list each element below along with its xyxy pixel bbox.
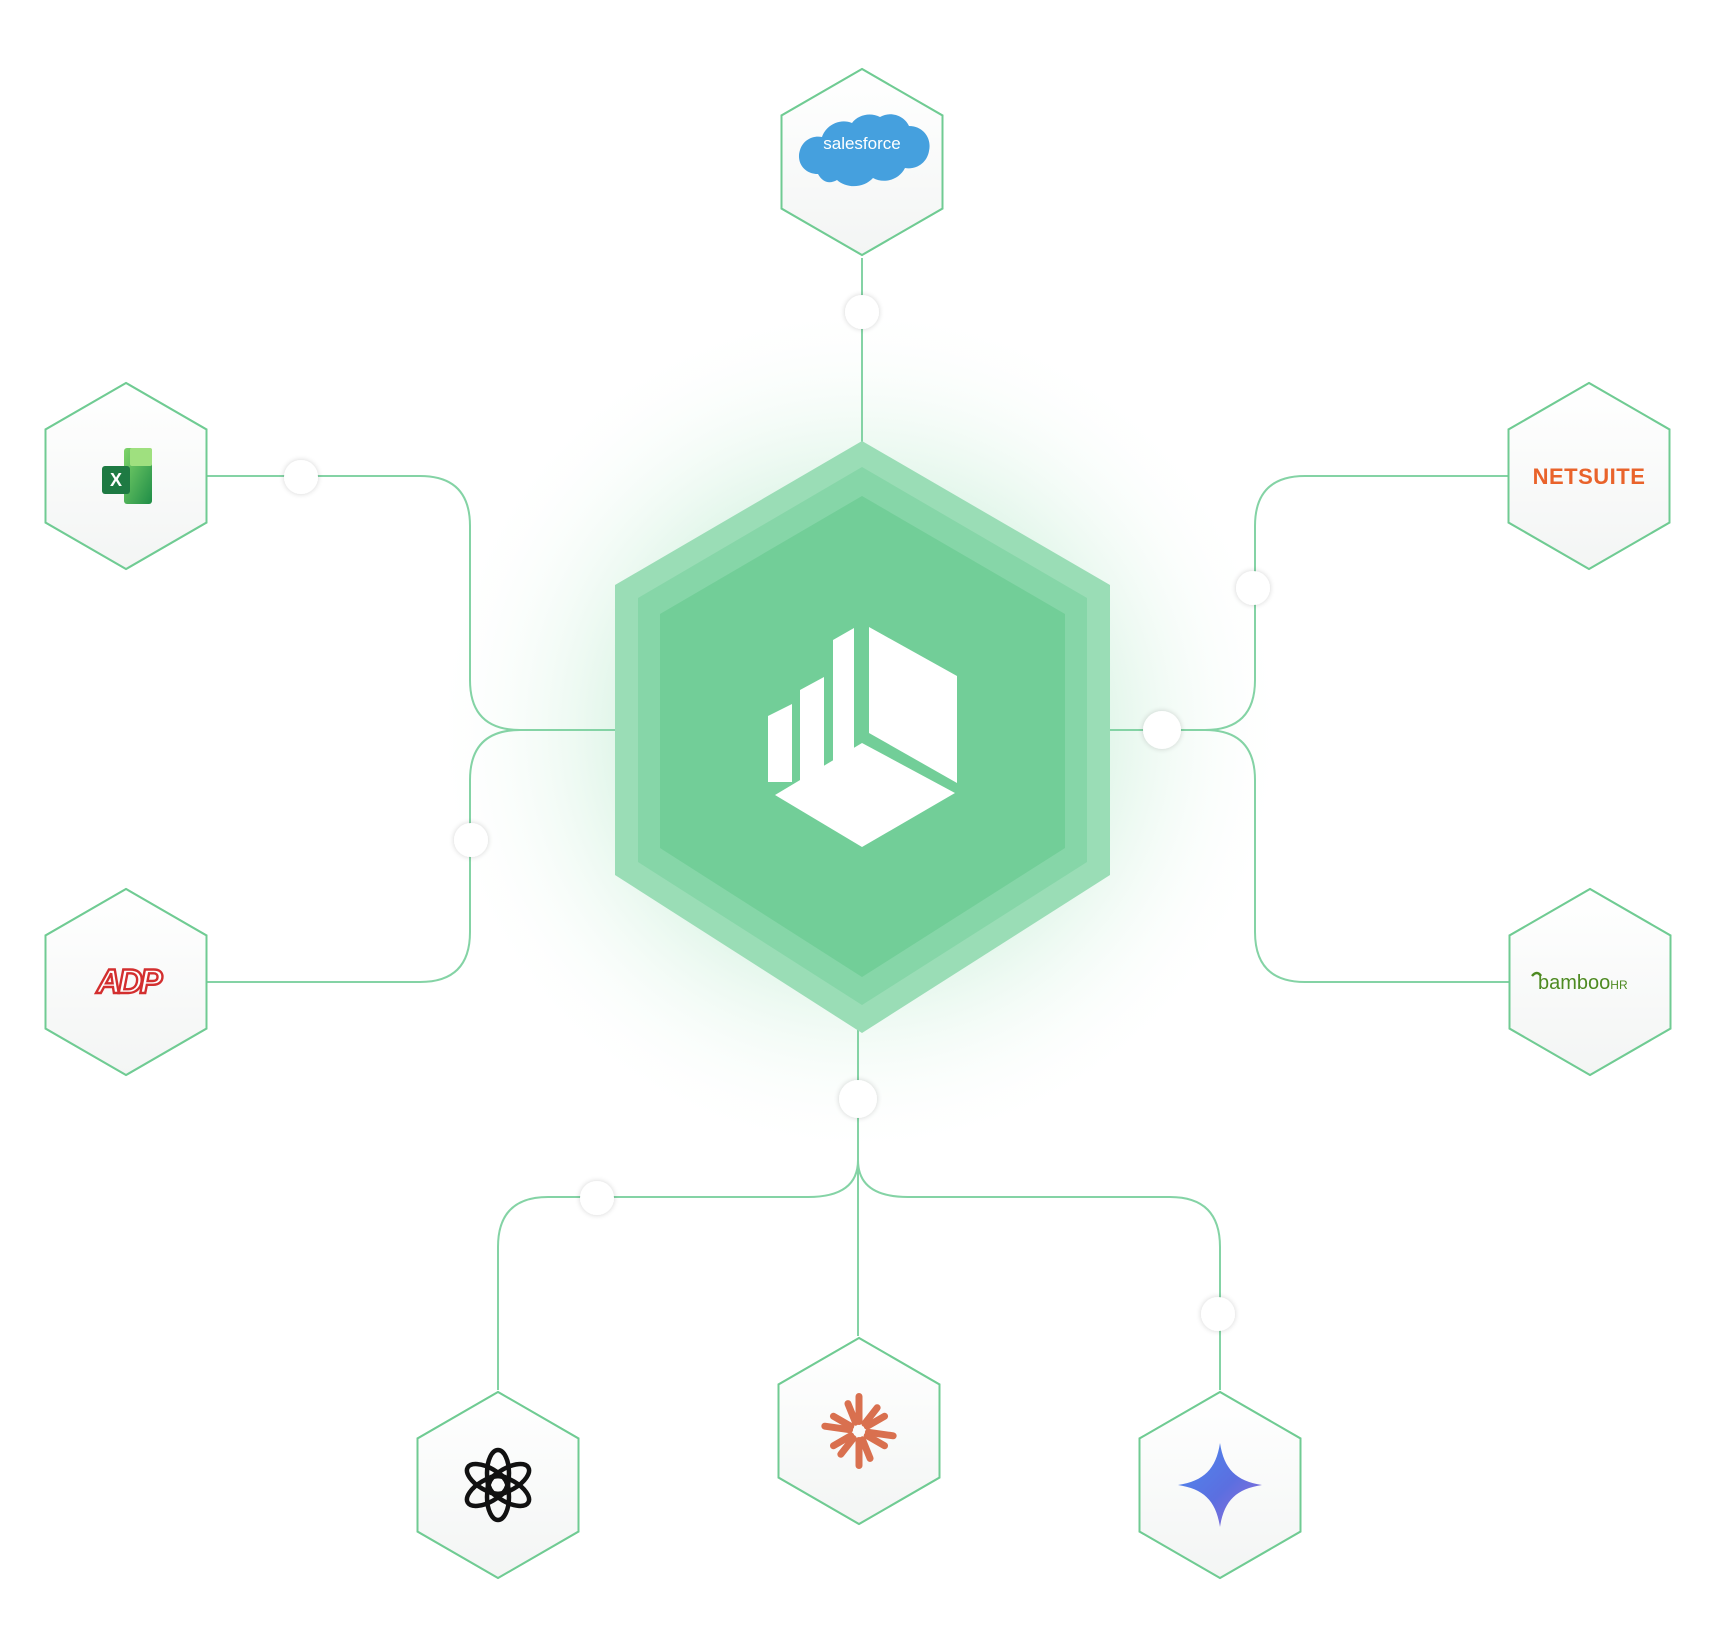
node-bamboohr-hexagon bbox=[1508, 887, 1672, 1077]
connector-dot bbox=[1236, 571, 1270, 605]
node-bamboohr[interactable]: bambooHR bbox=[1508, 887, 1672, 1077]
connector-excel bbox=[205, 475, 615, 731]
node-excel[interactable]: X bbox=[44, 381, 208, 571]
node-claude[interactable] bbox=[777, 1336, 941, 1526]
bamboohr-label: bambooHR bbox=[1538, 972, 1628, 994]
bamboohr-wordmark bbox=[1531, 971, 1543, 977]
connector-dot bbox=[839, 1080, 877, 1118]
openai-knot-icon bbox=[464, 1447, 532, 1523]
analytics-cube-icon bbox=[768, 627, 957, 847]
node-gemini[interactable] bbox=[1138, 1390, 1302, 1580]
node-openai[interactable] bbox=[416, 1390, 580, 1580]
bamboohr-label-main: bamboo bbox=[1538, 972, 1610, 994]
connector-gemini bbox=[857, 1159, 1221, 1390]
node-netsuite-hexagon bbox=[1507, 381, 1671, 571]
node-openai-hexagon bbox=[416, 1390, 580, 1580]
hub-node[interactable] bbox=[615, 441, 1110, 1033]
salesforce-cloud-icon bbox=[798, 114, 930, 187]
hub-inner-hexagon bbox=[660, 496, 1065, 977]
connector-dots bbox=[284, 295, 1270, 1331]
connector-dot bbox=[1143, 711, 1181, 749]
connector-dot bbox=[845, 295, 879, 329]
connector-dot bbox=[284, 460, 318, 494]
salesforce-label: salesforce bbox=[823, 134, 900, 153]
connector-dot bbox=[454, 823, 488, 857]
node-adp[interactable]: ADP bbox=[44, 887, 208, 1077]
node-netsuite[interactable]: NETSUITE bbox=[1507, 381, 1671, 571]
bamboohr-label-suffix: HR bbox=[1610, 978, 1628, 992]
connector-openai bbox=[497, 1159, 859, 1390]
excel-icon bbox=[102, 448, 152, 504]
node-salesforce[interactable]: salesforce bbox=[780, 67, 944, 257]
adp-label: ADP bbox=[96, 963, 163, 1001]
node-adp-hexagon bbox=[44, 887, 208, 1077]
connector-dot bbox=[1201, 1297, 1235, 1331]
gemini-sparkle-icon bbox=[1178, 1443, 1262, 1527]
claude-starburst-icon bbox=[821, 1393, 897, 1469]
node-claude-hexagon bbox=[777, 1336, 941, 1526]
netsuite-label: NETSUITE bbox=[1533, 464, 1646, 489]
connector-dot bbox=[580, 1181, 614, 1215]
connector-bamboohr bbox=[1105, 729, 1512, 983]
excel-label: X bbox=[110, 470, 122, 490]
